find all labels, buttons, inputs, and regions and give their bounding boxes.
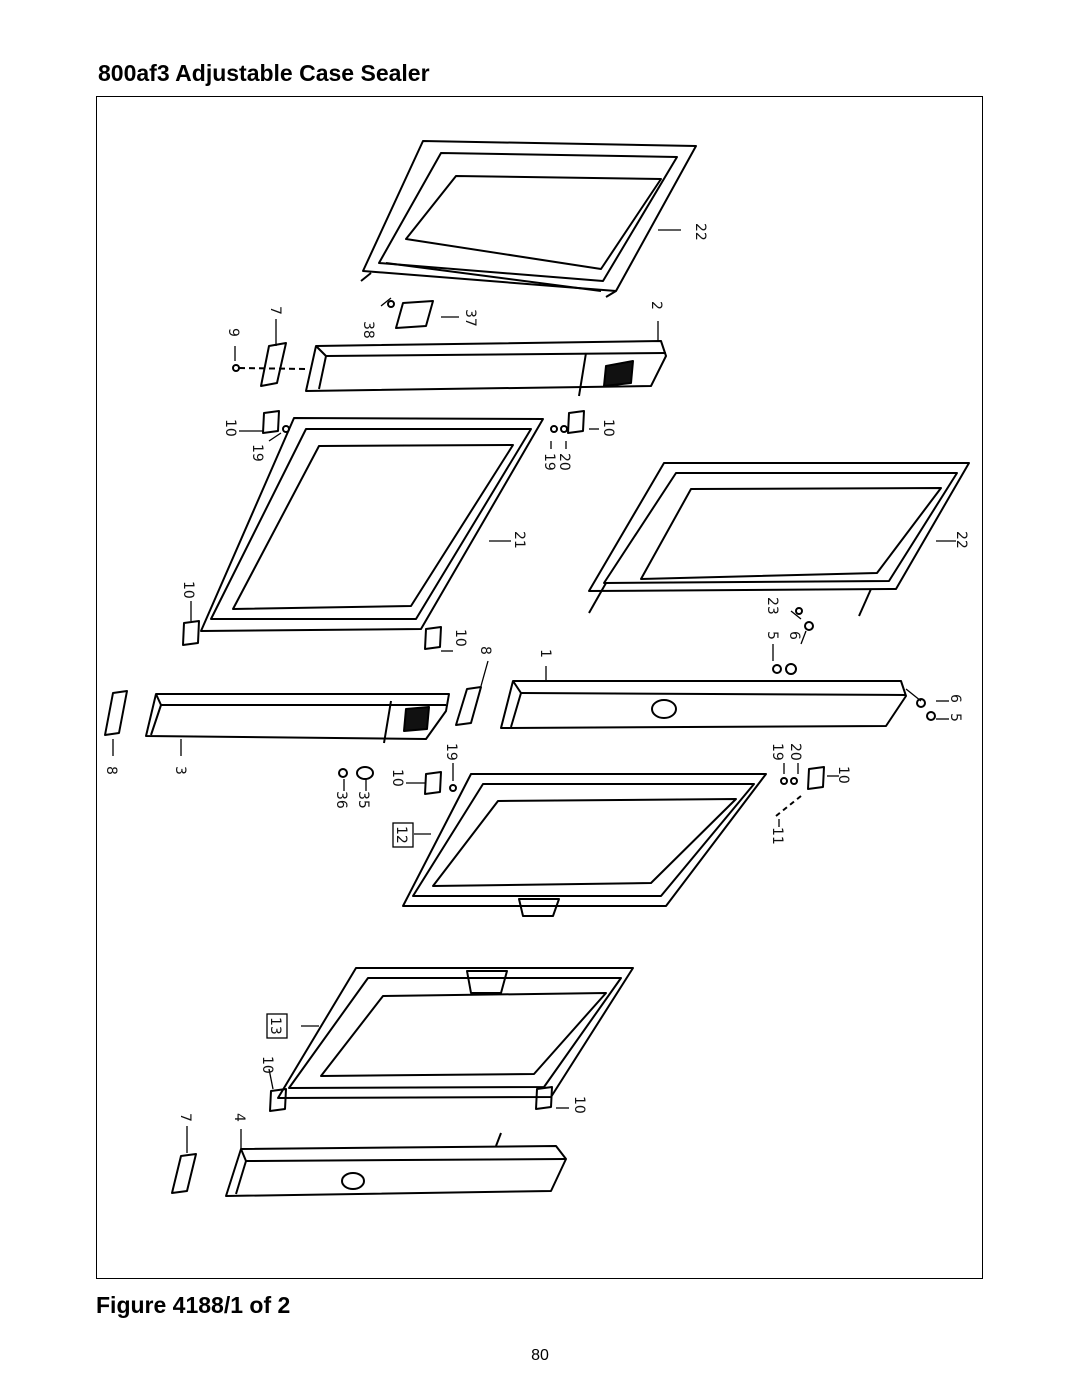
callout-20-a: 20 <box>556 453 572 471</box>
callout-37: 37 <box>462 309 478 327</box>
callout-10-h: 10 <box>571 1096 587 1114</box>
callout-7-bottom: 7 <box>177 1113 193 1122</box>
callout-7-top: 7 <box>267 306 283 315</box>
callout-labels: 22 38 37 9 7 2 10 19 19 20 10 21 22 10 1… <box>103 223 969 1122</box>
callout-8-left: 8 <box>103 766 119 775</box>
callout-6-top: 6 <box>786 631 802 640</box>
side-frame-top-22 <box>360 140 697 298</box>
callout-10-f: 10 <box>835 766 851 784</box>
hinge-10-c <box>182 620 200 646</box>
callout-4: 4 <box>231 1113 247 1122</box>
exploded-parts-diagram: 22 38 37 9 7 2 10 19 19 20 10 21 22 10 1… <box>96 96 983 1279</box>
callout-3: 3 <box>172 766 188 775</box>
hinge-10-f <box>807 766 825 790</box>
callout-10-a: 10 <box>222 419 238 437</box>
callout-10-g: 10 <box>259 1056 275 1074</box>
callout-10-c: 10 <box>180 581 196 599</box>
page-number: 80 <box>531 1347 549 1364</box>
screw-9 <box>232 364 240 372</box>
callout-1: 1 <box>537 649 553 658</box>
callout-5-top: 5 <box>764 631 780 640</box>
side-frame-right-22 <box>588 462 970 617</box>
hinge-10-b <box>567 410 585 434</box>
beam-1 <box>500 680 907 729</box>
side-frame-21 <box>200 417 544 632</box>
callout-22-right: 22 <box>953 531 969 549</box>
callout-13: 13 <box>267 1017 283 1035</box>
callout-box-13 <box>266 1013 288 1039</box>
callout-10-d: 10 <box>452 629 468 647</box>
callout-11: 11 <box>769 827 785 845</box>
callout-38: 38 <box>360 321 376 339</box>
callout-19-b: 19 <box>541 453 557 471</box>
callout-10-b: 10 <box>600 419 616 437</box>
side-frame-12 <box>402 773 767 917</box>
callout-20-b: 20 <box>787 743 803 761</box>
callout-23: 23 <box>764 597 780 615</box>
callout-box-12 <box>392 822 414 848</box>
plate-37 <box>395 300 434 329</box>
beam-3 <box>145 693 450 744</box>
callout-22-top: 22 <box>692 223 708 241</box>
diagram-drawing: 22 38 37 9 7 2 10 19 19 20 10 21 22 10 1… <box>103 140 970 1197</box>
hinge-10-a <box>262 410 280 434</box>
callout-2: 2 <box>648 301 664 310</box>
beam-2 <box>305 340 667 397</box>
callout-36: 36 <box>333 791 349 809</box>
hinge-10-g <box>269 1088 287 1112</box>
bracket-8-right <box>455 686 482 726</box>
beam-4 <box>225 1132 567 1197</box>
callout-10-e: 10 <box>389 769 405 787</box>
callout-19-d: 19 <box>769 743 785 761</box>
hinge-10-d <box>424 626 442 650</box>
callout-35: 35 <box>355 791 371 809</box>
callout-12: 12 <box>393 826 409 844</box>
callout-19-a: 19 <box>249 444 265 462</box>
callout-21: 21 <box>511 531 527 549</box>
callout-8-right: 8 <box>477 646 493 655</box>
figure-caption: Figure 4188/1 of 2 <box>96 1292 291 1318</box>
bracket-7-bottom <box>171 1153 197 1194</box>
leader-lines <box>112 229 956 1153</box>
bracket-7 <box>260 342 287 387</box>
callout-5-right: 5 <box>947 713 963 722</box>
screw-38 <box>387 300 395 308</box>
hinge-10-h <box>535 1086 553 1110</box>
callout-6-right: 6 <box>947 694 963 703</box>
side-frame-13 <box>277 967 634 1099</box>
callout-19-c: 19 <box>443 743 459 761</box>
bracket-8-left <box>104 690 128 736</box>
callout-9: 9 <box>225 328 241 337</box>
hinge-10-e <box>424 771 442 795</box>
page-title: 800af3 Adjustable Case Sealer <box>98 60 430 86</box>
